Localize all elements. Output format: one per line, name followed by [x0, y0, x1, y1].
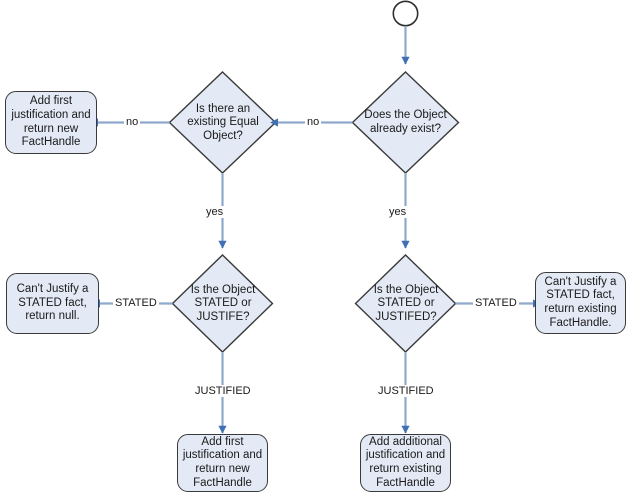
decision-object-exists-shape[interactable] — [351, 71, 460, 174]
box-cant-justify-return-existing[interactable]: Can't Justify a STATED fact, return exis… — [535, 272, 626, 334]
edge-label-left-stated: STATED — [113, 297, 159, 309]
edge-label-equal-yes: yes — [204, 206, 226, 218]
edge-label-exists-yes: yes — [387, 206, 409, 218]
edge-label-exists-no: no — [305, 116, 322, 128]
decision-existing-equal-shape[interactable] — [168, 71, 277, 174]
edge-label-equal-no: no — [124, 116, 141, 128]
box-cant-justify-return-null[interactable]: Can't Justify a STATED fact, return null… — [6, 273, 99, 334]
edge-label-left-justified: JUSTIFIED — [193, 385, 253, 397]
decision-stated-or-justifed-shape[interactable] — [354, 254, 457, 353]
box-add-additional-justification-return-existing[interactable]: Add additional justification and return … — [360, 434, 451, 492]
edge-label-right-stated: STATED — [473, 297, 519, 309]
box-add-first-justification-return-new-top[interactable]: Add first justification and return new F… — [5, 91, 97, 154]
start-node-circle[interactable] — [392, 0, 419, 27]
edge-label-right-justified: JUSTIFIED — [376, 385, 436, 397]
box-add-first-justification-return-new-bottom[interactable]: Add first justification and return new F… — [177, 434, 268, 492]
decision-stated-or-justife-shape[interactable] — [171, 254, 274, 353]
